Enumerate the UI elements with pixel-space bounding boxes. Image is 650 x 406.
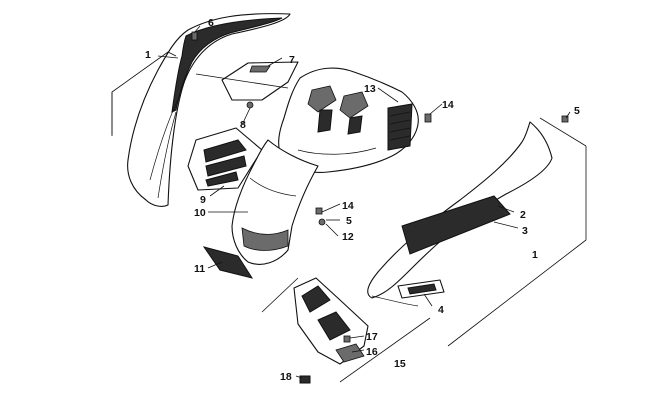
callout-14-mid: 14: [342, 200, 354, 212]
callout-5-mid: 5: [346, 215, 352, 227]
callout-4: 4: [438, 304, 444, 316]
callout-6: 6: [208, 17, 214, 29]
leader-lines: [111, 25, 587, 383]
callout-13: 13: [364, 83, 376, 95]
callout-14-top: 14: [442, 99, 454, 111]
callout-8: 8: [240, 119, 246, 131]
callout-2: 2: [520, 209, 526, 221]
callout-5-top: 5: [574, 105, 580, 117]
lower-nose-cone: [231, 139, 319, 265]
callout-9: 9: [200, 194, 206, 206]
callout-labels: 1 6 7 8 9 10 11 12 13 14 14 5 5 2 3 1 4 …: [145, 17, 580, 383]
callout-7: 7: [289, 54, 295, 66]
callout-10: 10: [194, 207, 206, 219]
callout-12: 12: [342, 231, 354, 243]
callout-16: 16: [366, 346, 378, 358]
vent-plate: [221, 61, 299, 109]
left-side-panel: [127, 13, 291, 207]
callout-11: 11: [194, 263, 205, 275]
callout-15: 15: [394, 358, 406, 370]
upper-hood-body: [278, 67, 419, 174]
callout-1-right: 1: [532, 249, 538, 261]
callout-17: 17: [366, 331, 378, 343]
callout-3: 3: [522, 225, 528, 237]
mesh-grille: [202, 246, 254, 279]
callout-18: 18: [280, 371, 292, 383]
callout-1-left: 1: [145, 49, 151, 61]
lower-chin-panel: [293, 277, 369, 365]
right-side-panel: [367, 121, 553, 307]
fasteners: [191, 31, 569, 384]
vent-insert: [187, 127, 263, 191]
